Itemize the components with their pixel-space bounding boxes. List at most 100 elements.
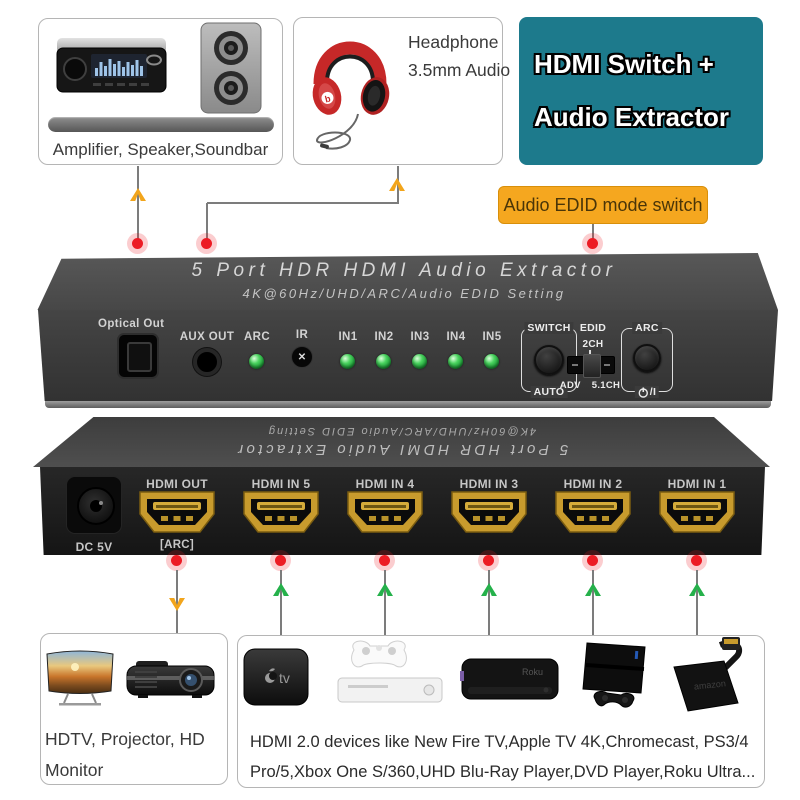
connector-line: [592, 570, 594, 635]
ir-mark: ✕: [297, 351, 307, 363]
connection-dot-hdmi-in2: [587, 555, 598, 566]
hdmi-in2-port: [555, 491, 631, 533]
dc-jack-highlight: [99, 501, 103, 505]
connector-line: [206, 203, 208, 239]
aux-jack: [193, 348, 221, 376]
headphone-label-line2: 3.5mm Audio: [408, 60, 511, 80]
hdmi-out-label: HDMI OUT: [146, 477, 208, 491]
ps4-icon: [582, 642, 646, 708]
power-icon: [638, 387, 648, 398]
power-label: /I: [634, 386, 660, 398]
in5-label: IN5: [482, 331, 502, 343]
dc-power-jack: [66, 476, 122, 534]
svg-text:b: b: [324, 93, 332, 104]
apple-tv-logo-text: tv: [279, 670, 290, 686]
banner-line2: Audio Extractor: [534, 102, 730, 132]
arc-led-label: ARC: [243, 331, 271, 343]
connector-line: [592, 224, 594, 239]
connector-line: [137, 166, 139, 239]
front-device-top-face: 5 Port HDR HDMI Audio Extractor 4K@60Hz/…: [37, 253, 778, 310]
connection-dot-optical: [132, 238, 143, 249]
connection-dot-hdmi-in4: [379, 555, 390, 566]
hdmi-in5-port: [243, 491, 319, 533]
in3-label: IN3: [410, 331, 430, 343]
ir-receiver: ✕: [291, 346, 313, 368]
audio-output-devices-label: Amplifier, Speaker,Soundbar: [52, 140, 269, 159]
display-devices-label: HDTV, Projector, HD Monitor: [45, 729, 205, 780]
hdmi-in1-label: HDMI IN 1: [667, 477, 727, 491]
edid-2ch-label: 2CH: [582, 339, 604, 350]
connector-line: [207, 202, 399, 204]
edid-51ch-label: 5.1CH: [591, 380, 621, 391]
connection-dot-hdmi-in1: [691, 555, 702, 566]
speaker-icon: [200, 22, 262, 114]
connection-dot-aux: [201, 238, 212, 249]
hdmi-in4-label: HDMI IN 4: [355, 477, 415, 491]
in2-led: [376, 354, 391, 369]
edid-knob: [583, 354, 601, 378]
edid-slide-switch: [567, 354, 615, 378]
in2-label: IN2: [374, 331, 394, 343]
hdmi-in2-label: HDMI IN 2: [563, 477, 623, 491]
arc-button-label: ARC: [632, 322, 662, 334]
toslink-port: [117, 333, 159, 379]
headphones-icon: b: [312, 41, 390, 150]
hdtv-icon: [46, 650, 114, 706]
connection-dot-hdmi-in3: [483, 555, 494, 566]
connector-line: [696, 570, 698, 635]
optical-out-label: Optical Out: [98, 318, 165, 330]
amplifier-icon: [56, 38, 167, 93]
soundbar-icon: [48, 117, 274, 132]
switch-group: SWITCH AUTO: [521, 322, 577, 398]
dc-jack-ring: [77, 487, 115, 525]
connection-dot-hdmi-in5: [275, 555, 286, 566]
connector-line: [280, 570, 282, 635]
arc-group: ARC /I: [621, 322, 673, 398]
arc-led: [249, 354, 264, 369]
dc-label: DC 5V: [75, 540, 113, 554]
back-device-top-face: 5 Port HDR HDMI Audio Extractor 4K@60Hz/…: [33, 417, 770, 467]
edid-label: EDID: [579, 322, 607, 334]
title-banner: HDMI Switch + Audio Extractor: [519, 17, 763, 165]
front-device-subtitle: 4K@60Hz/UHD/ARC/Audio EDID Setting: [242, 286, 566, 301]
hdmi-in4-port: [347, 491, 423, 533]
hdmi-in5-label: HDMI IN 5: [251, 477, 311, 491]
banner-line1: HDMI Switch +: [534, 49, 714, 79]
fire-tv-logo-text: amazon: [693, 678, 726, 691]
auto-label: AUTO: [530, 386, 568, 398]
back-title-flipped: 5 Port HDR HDMI Audio Extractor 4K@60Hz/…: [33, 417, 770, 467]
edid-callout-label: Audio EDID mode switch: [503, 194, 703, 215]
edid-adv-label: ADV: [559, 380, 581, 391]
power-label-text: /I: [649, 386, 657, 398]
in5-led: [484, 354, 499, 369]
connection-dot-edid: [587, 238, 598, 249]
arc-button: [633, 344, 661, 373]
edid-bottom-labels: ADV 5.1CH: [550, 380, 630, 391]
back-device-title: 5 Port HDR HDMI Audio Extractor: [234, 441, 569, 459]
hdmi-in3-port: [451, 491, 527, 533]
ir-label: IR: [295, 329, 309, 341]
hdmi-in1-port: [659, 491, 735, 533]
connector-line: [488, 570, 490, 635]
roku-logo-text: Roku: [522, 667, 543, 677]
edid-tick: [589, 350, 591, 356]
hdmi-in3-label: HDMI IN 3: [459, 477, 519, 491]
back-device-subtitle: 4K@60Hz/UHD/ARC/Audio EDID Setting: [266, 425, 537, 438]
apple-tv-icon: tv: [243, 648, 309, 706]
in3-led: [412, 354, 427, 369]
edid-tick-right: [604, 364, 610, 366]
source-devices-label: HDMI 2.0 devices like New Fire TV,Apple …: [250, 733, 756, 781]
front-device-bottom-edge: [45, 401, 771, 408]
front-device-title: 5 Port HDR HDMI Audio Extractor: [191, 260, 617, 281]
connection-dot-hdmi-out: [171, 555, 182, 566]
aux-out-label: AUX OUT: [179, 331, 235, 343]
toslink-inner: [127, 342, 152, 372]
fire-tv-stick-icon: amazon: [673, 637, 743, 712]
front-device-face: Optical Out AUX OUT ARC IR ✕ IN1 IN2 IN3…: [38, 310, 778, 401]
in1-led: [340, 354, 355, 369]
xbox-one-icon: [337, 640, 443, 703]
projector-icon: [126, 661, 215, 698]
switch-label: SWITCH: [524, 322, 574, 334]
connector-line: [176, 570, 178, 633]
